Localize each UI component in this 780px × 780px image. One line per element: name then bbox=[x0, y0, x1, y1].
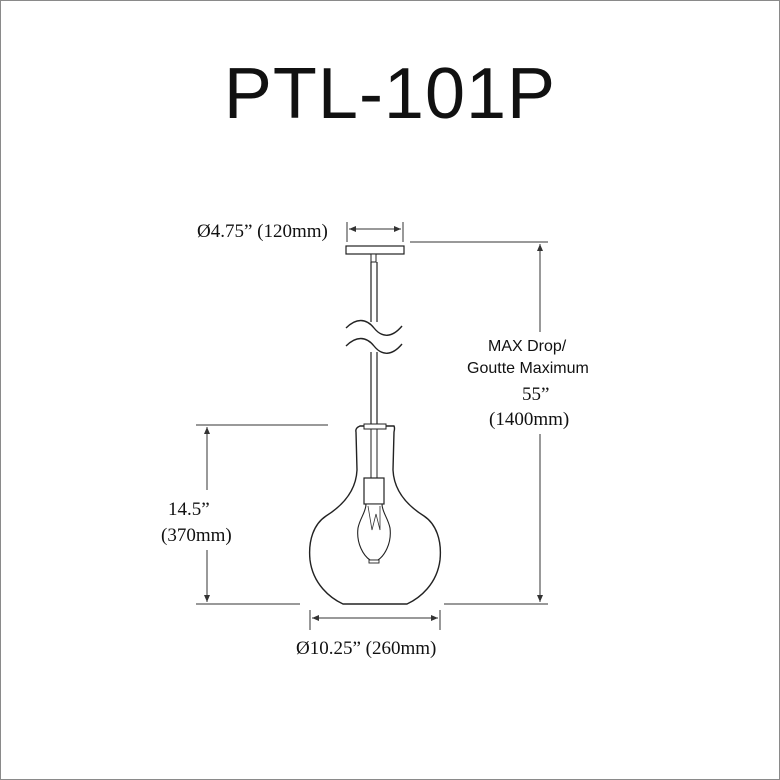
max-drop-inch: 55” bbox=[522, 384, 550, 405]
max-drop-dimension bbox=[410, 241, 548, 605]
socket-and-bulb bbox=[357, 428, 391, 564]
height-inch: 14.5” bbox=[168, 499, 210, 520]
shade-diameter-label: Ø10.25” (260mm) bbox=[296, 638, 437, 659]
max-drop-label-line2: Goutte Maximum bbox=[467, 360, 589, 377]
max-drop-label-line1: MAX Drop/ bbox=[488, 338, 567, 355]
height-dimension bbox=[196, 424, 328, 605]
height-mm: (370mm) bbox=[161, 525, 232, 546]
canopy-diameter-dimension bbox=[346, 222, 404, 242]
break-symbol bbox=[345, 319, 403, 354]
max-drop-mm: (1400mm) bbox=[489, 409, 570, 430]
canopy-diameter-label: Ø4.75” (120mm) bbox=[197, 221, 328, 242]
canopy bbox=[345, 245, 405, 255]
shade-diameter-dimension bbox=[309, 610, 441, 630]
suspension-cord bbox=[370, 253, 378, 425]
model-title: PTL-101P bbox=[223, 54, 557, 134]
